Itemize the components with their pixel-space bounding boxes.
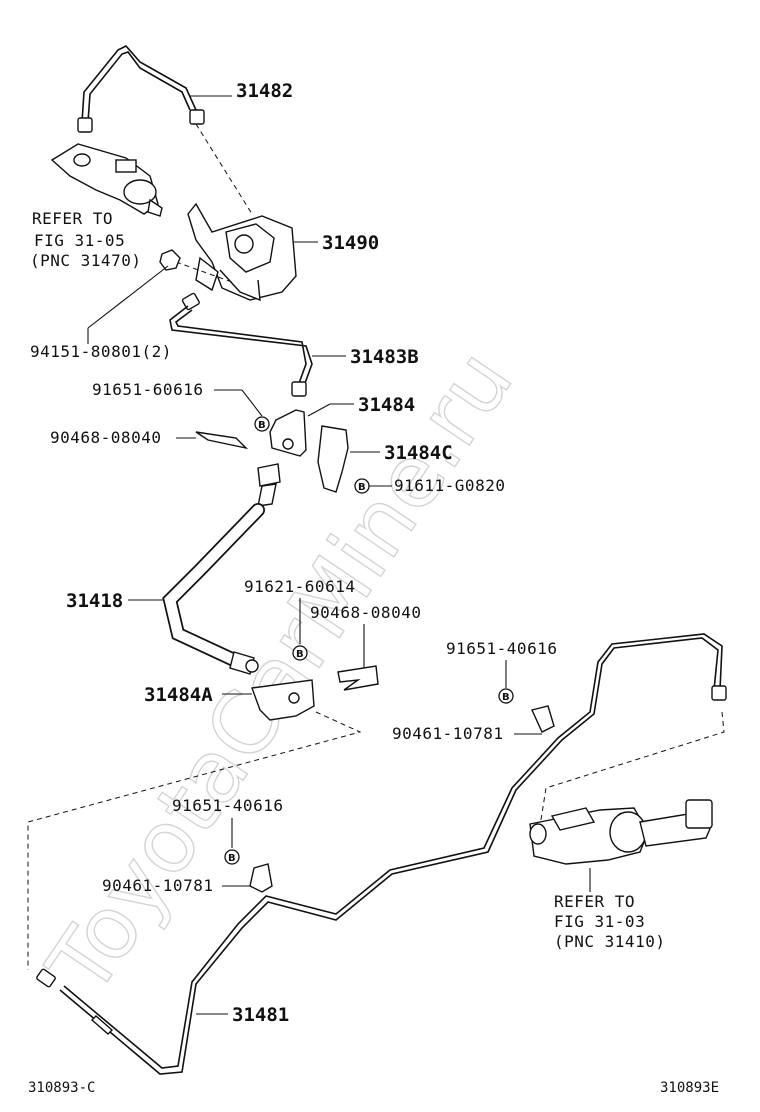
svg-text:31484: 31484 [358,394,415,416]
svg-text:B: B [502,692,510,703]
svg-text:94151-80801(2): 94151-80801(2) [30,342,172,361]
dash-31482-to-31490 [195,123,253,215]
label-31484: 31484 [307,394,415,417]
svg-text:90461-10781: 90461-10781 [102,876,213,895]
clip-90468-top: 90468-08040 [50,428,249,450]
clip-90468-mid: 90468-08040 [310,603,421,691]
pipe-31482 [77,45,205,133]
label-31418: 31418 [66,590,164,612]
svg-text:90468-08040: 90468-08040 [50,428,161,447]
svg-text:91651-60616: 91651-60616 [92,380,203,399]
svg-text:90468-08040: 90468-08040 [310,603,421,622]
svg-text:31482: 31482 [236,80,293,102]
svg-text:31484C: 31484C [384,442,453,464]
svg-text:B: B [228,853,236,864]
svg-text:(PNC 31410): (PNC 31410) [554,932,665,951]
svg-text:91651-40616: 91651-40616 [172,796,283,815]
ref-top: REFER TO FIG 31-05 (PNC 31470) [30,209,141,270]
svg-text:FIG 31-03: FIG 31-03 [554,912,645,931]
bolt-91611: B 91611-G0820 [354,476,505,495]
bracket-31484c: 31484C [317,425,453,493]
svg-text:B: B [258,420,266,431]
svg-text:B: B [296,649,304,660]
svg-text:31418: 31418 [66,590,123,612]
ref-bottom: REFER TO FIG 31-03 (PNC 31410) [554,868,665,951]
dash-valve-bolt [175,261,233,283]
code-right: 310893E [660,1080,719,1096]
svg-text:REFER TO: REFER TO [32,209,113,228]
clip-90461-right: 90461-10781 [392,705,555,743]
svg-text:31484A: 31484A [144,684,213,706]
label-31483b: 31483B [312,346,419,368]
svg-text:31481: 31481 [232,1004,289,1026]
svg-text:FIG 31-05: FIG 31-05 [34,231,125,250]
svg-text:91621-60614: 91621-60614 [244,577,355,596]
bolt-91651-40616-left: 91651-40616 B [172,796,283,865]
svg-text:31483B: 31483B [350,346,419,368]
clip-90461-left: 90461-10781 [102,863,273,895]
pipe-31481 [36,633,727,1075]
cylinder-bottom-right [529,799,713,865]
dash-right [539,711,725,827]
bolt-94151: 94151-80801(2) [30,249,181,361]
svg-text:B: B [358,482,366,493]
label-31481: 31481 [196,1004,289,1026]
bracket-31484a: 31484A [144,679,315,721]
bolt-91651-60616: B 91651-60616 [92,380,270,432]
svg-text:(PNC 31470): (PNC 31470) [30,251,141,270]
valve-31490 [187,202,297,302]
label-31490: 31490 [294,232,379,254]
svg-text:31490: 31490 [322,232,379,254]
hose-31418 [162,463,281,675]
cylinder-top-left [50,143,163,217]
label-31482: 31482 [190,80,293,102]
dash-left-frame-top [27,711,362,970]
bracket-31484 [269,409,307,457]
svg-text:REFER TO: REFER TO [554,892,635,911]
code-left: 310893-C [28,1080,95,1096]
svg-text:91651-40616: 91651-40616 [446,639,557,658]
pipe-31483b [169,292,313,397]
bolt-91621: 91621-60614 B [244,577,355,661]
bolt-91651-40616-right: 91651-40616 B [446,639,557,704]
svg-text:91611-G0820: 91611-G0820 [394,476,505,495]
svg-text:90461-10781: 90461-10781 [392,724,503,743]
